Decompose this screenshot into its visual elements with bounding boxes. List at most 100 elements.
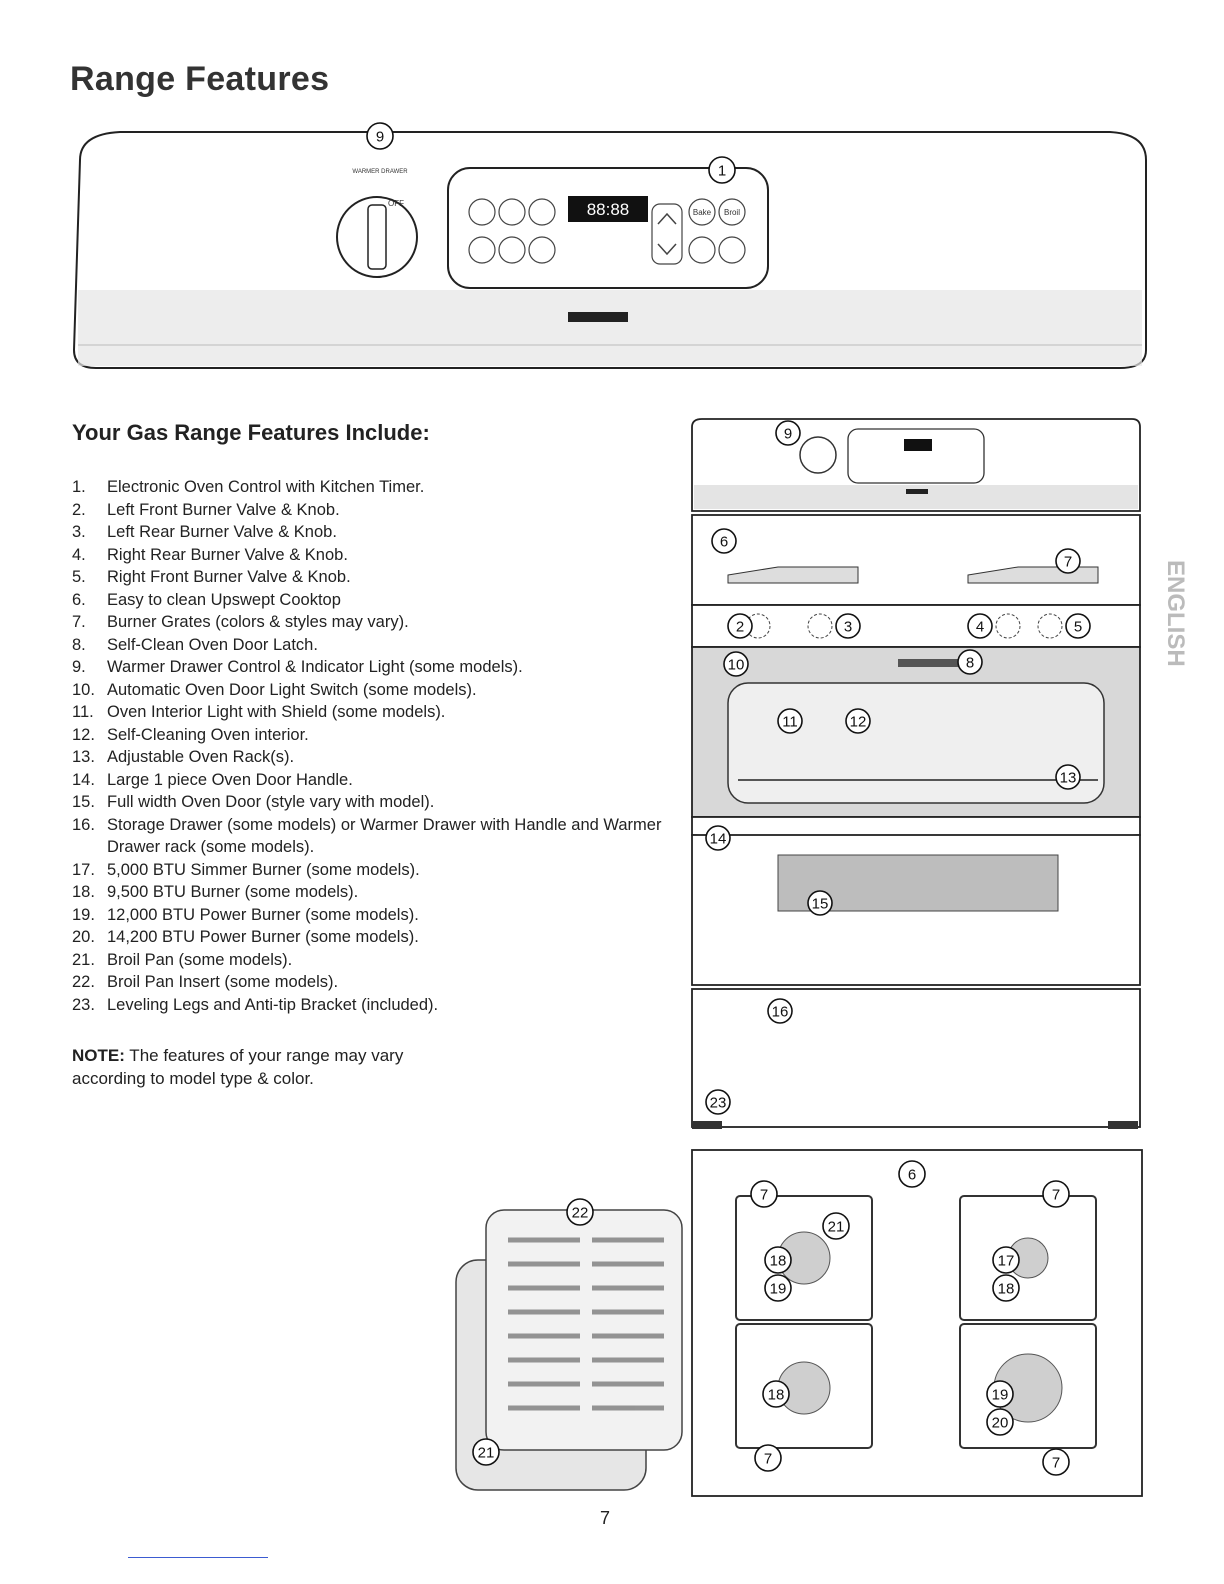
svg-text:14: 14 [710, 831, 727, 848]
list-item: 10.Automatic Oven Door Light Switch (som… [72, 680, 477, 699]
svg-text:7: 7 [1052, 1187, 1060, 1204]
bake-button-label[interactable]: Bake [693, 208, 712, 217]
callout-7d: 7 [1042, 1448, 1070, 1476]
list-item: 21.Broil Pan (some models). [72, 950, 293, 969]
svg-text:2: 2 [736, 619, 744, 636]
svg-text:12: 12 [850, 714, 867, 731]
svg-text:7: 7 [764, 1451, 772, 1468]
svg-text:3: 3 [844, 619, 852, 636]
callout-19b: 19 [986, 1380, 1014, 1408]
list-item: 12.Self-Cleaning Oven interior. [72, 725, 309, 744]
svg-text:17: 17 [998, 1253, 1015, 1270]
list-item: 9.Warmer Drawer Control & Indicator Ligh… [72, 658, 523, 676]
svg-text:18: 18 [998, 1281, 1015, 1298]
svg-text:7: 7 [1064, 554, 1072, 571]
section-heading: Your Gas Range Features Include: [72, 420, 430, 445]
list-item: 11.Oven Interior Light with Shield (some… [72, 703, 446, 721]
range-front-illustration: 9 6 7 2 3 4 5 10 8 11 12 13 14 15 16 23 [691, 418, 1141, 1129]
callout-18a: 18 [764, 1246, 792, 1274]
side-language-label: ENGLISH [1148, 560, 1189, 690]
electronic-control [447, 167, 769, 289]
callout-21b: 21 [822, 1212, 850, 1240]
callout-5: 5 [1065, 613, 1091, 639]
svg-text:6: 6 [720, 534, 728, 551]
broil-pan-illustration: 22 21 [455, 1198, 683, 1491]
callout-8: 8 [957, 649, 983, 675]
callout-18c: 18 [762, 1380, 790, 1408]
callout-1: 1 [708, 156, 736, 184]
warmer-drawer-knob[interactable]: OFF [336, 196, 418, 278]
svg-text:16: 16 [772, 1004, 789, 1021]
svg-text:21: 21 [828, 1219, 845, 1236]
list-item: 3.Left Rear Burner Valve & Knob. [72, 523, 337, 541]
list-item: 5.Right Front Burner Valve & Knob. [72, 568, 351, 586]
svg-text:15: 15 [812, 896, 829, 913]
callout-19a: 19 [764, 1274, 792, 1302]
callout-21: 21 [472, 1438, 500, 1466]
callout-7b: 7 [1042, 1180, 1070, 1208]
svg-text:5: 5 [1074, 619, 1082, 636]
page-number: 7 [600, 1508, 611, 1528]
list-item: 8.Self-Clean Oven Door Latch. [72, 635, 318, 654]
up-down-arrows[interactable] [651, 203, 683, 265]
callout-2: 2 [727, 613, 753, 639]
callout-23: 23 [705, 1089, 731, 1115]
feature-list: 1.Electronic Oven Control with Kitchen T… [72, 476, 672, 1016]
callout-7: 7 [1055, 548, 1081, 574]
callout-3: 3 [835, 613, 861, 639]
callout-7c: 7 [754, 1444, 782, 1472]
svg-text:10: 10 [728, 657, 745, 674]
list-item: 7.Burner Grates (colors & styles may var… [72, 613, 409, 631]
callout-16: 16 [767, 998, 793, 1024]
callout-18b: 18 [992, 1274, 1020, 1302]
footer-rule [128, 1557, 268, 1558]
list-item: 14.Large 1 piece Oven Door Handle. [72, 770, 353, 789]
svg-text:11: 11 [782, 714, 798, 731]
note: NOTE: The features of your range may var… [72, 1044, 432, 1090]
list-item: 15.Full width Oven Door (style vary with… [72, 793, 435, 811]
svg-text:6: 6 [908, 1167, 916, 1184]
callout-15: 15 [807, 890, 833, 916]
clock-display [568, 196, 648, 222]
callout-17: 17 [992, 1246, 1020, 1274]
svg-text:9: 9 [784, 426, 792, 443]
list-item: 23.Leveling Legs and Anti-tip Bracket (i… [72, 995, 439, 1014]
callout-6b: 6 [898, 1160, 926, 1188]
svg-text:9: 9 [376, 129, 384, 146]
display-digits: 88:88 [587, 200, 630, 219]
english-label: ENGLISH [1162, 560, 1188, 667]
svg-text:20: 20 [992, 1415, 1009, 1432]
callout-20: 20 [986, 1408, 1014, 1436]
svg-text:1: 1 [718, 163, 726, 180]
svg-text:22: 22 [572, 1205, 589, 1222]
list-item: 19.12,000 BTU Power Burner (some models)… [72, 905, 419, 924]
brand-logo [568, 312, 628, 322]
list-item: 6.Easy to clean Upswept Cooktop [72, 590, 341, 609]
warmer-drawer-label: WARMER DRAWER [352, 169, 408, 175]
knob-off-label: OFF [388, 199, 404, 208]
svg-text:18: 18 [768, 1387, 785, 1404]
list-item: 13.Adjustable Oven Rack(s). [72, 748, 295, 766]
list-item: 20.14,200 BTU Power Burner (some models)… [72, 928, 419, 946]
callout-7a: 7 [750, 1180, 778, 1208]
svg-text:18: 18 [770, 1253, 787, 1270]
svg-text:7: 7 [1052, 1455, 1060, 1472]
page-title: Range Features [70, 60, 330, 98]
list-item: 2.Left Front Burner Valve & Knob. [72, 500, 340, 519]
list-item: 1.Electronic Oven Control with Kitchen T… [72, 478, 425, 496]
callout-14: 14 [705, 825, 731, 851]
broil-button-label[interactable]: Broil [724, 208, 740, 217]
callout-4: 4 [967, 613, 993, 639]
cooktop-top-view-illustration: 6 7 7 21 18 19 17 18 18 19 20 7 7 [691, 1149, 1143, 1497]
control-panel-illustration: WARMER DRAWER OFF 88:88 Bake Broil 9 1 [72, 122, 1147, 369]
callout-13: 13 [1055, 764, 1081, 790]
callout-9b: 9 [775, 420, 801, 446]
svg-text:19: 19 [770, 1281, 787, 1298]
svg-text:23: 23 [710, 1095, 727, 1112]
svg-text:21: 21 [478, 1445, 495, 1462]
callout-9: 9 [366, 122, 394, 150]
svg-text:4: 4 [976, 619, 984, 636]
list-item: 4.Right Rear Burner Valve & Knob. [72, 545, 348, 564]
list-item: 22.Broil Pan Insert (some models). [72, 973, 339, 991]
list-item: 16.Storage Drawer (some models) or Warme… [72, 815, 662, 857]
